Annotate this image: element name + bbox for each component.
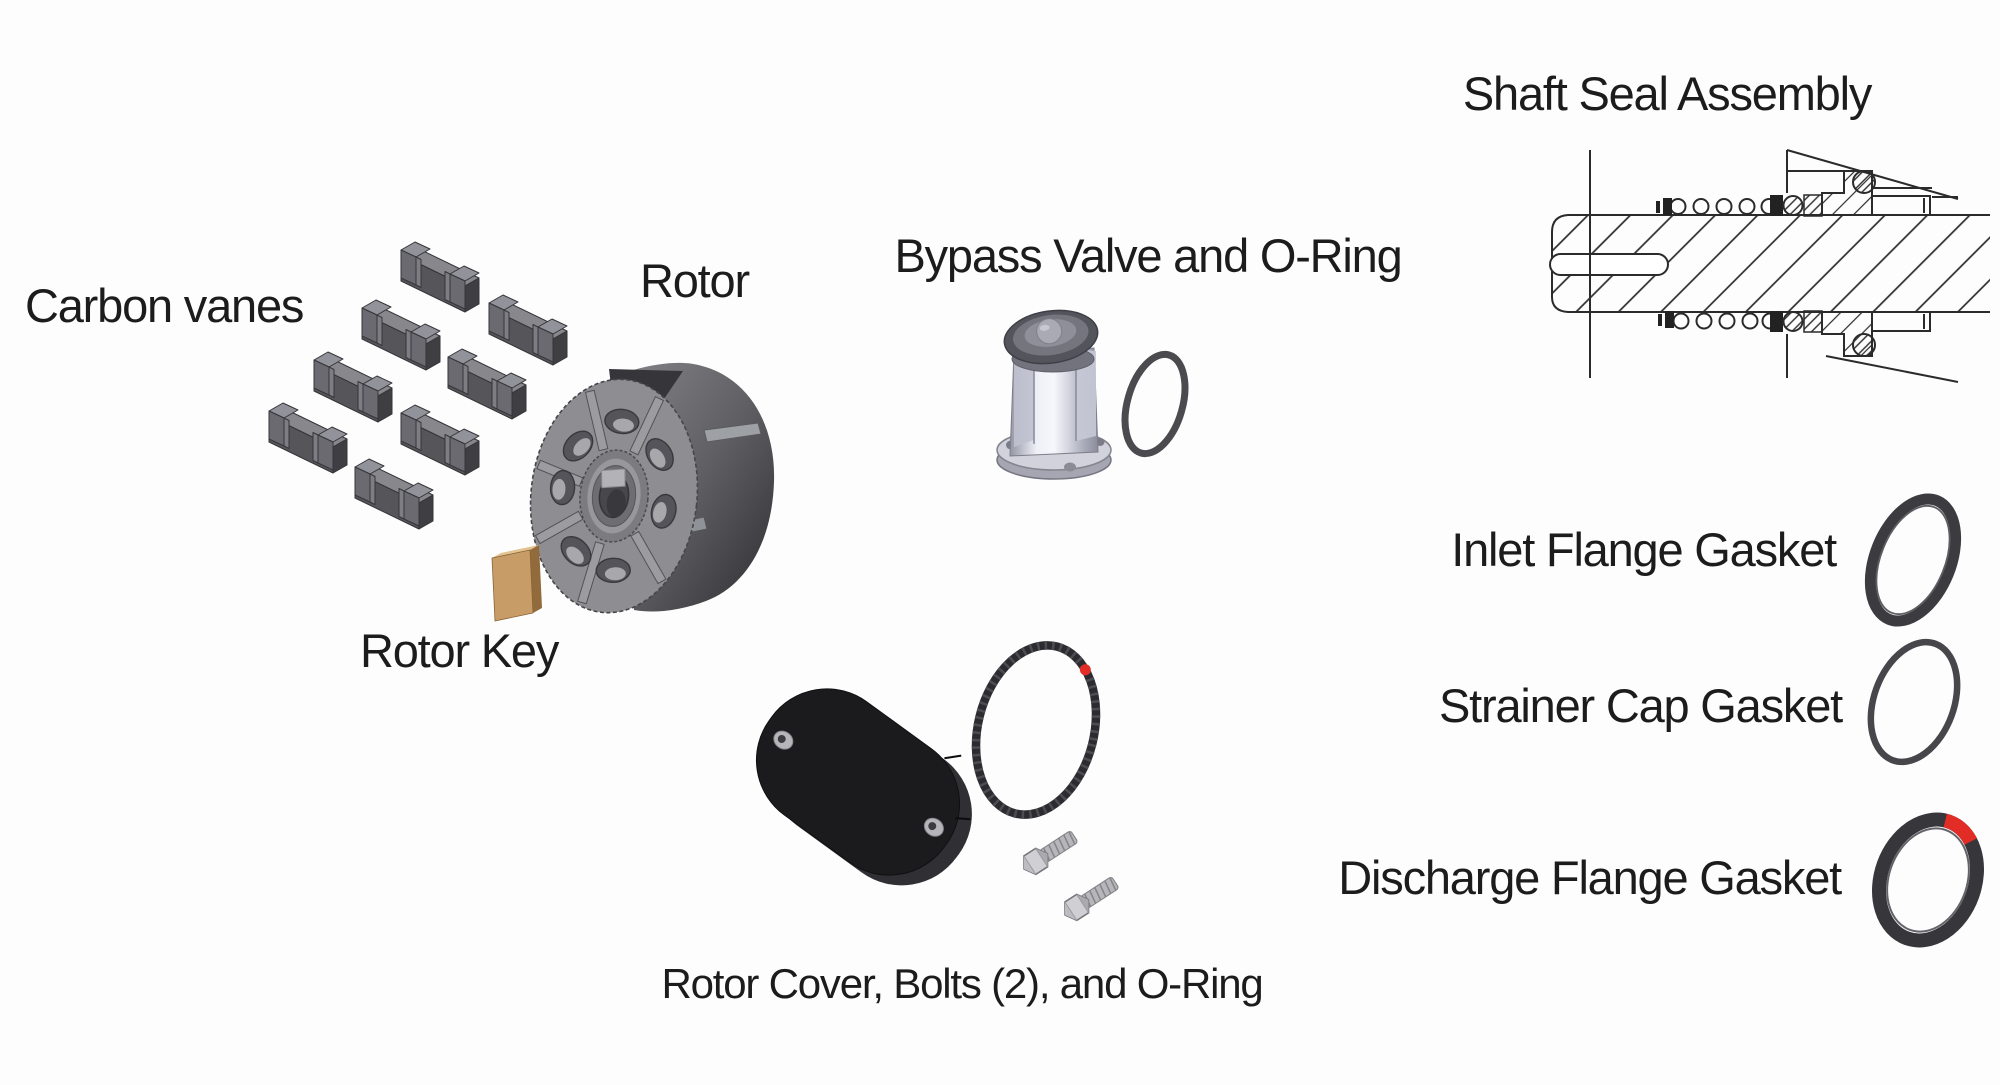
bypass-valve-cap [1003, 309, 1099, 365]
label-rotor-cover-bolts-oring: Rotor Cover, Bolts (2), and O-Ring [661, 960, 1263, 1007]
rotor-illustration [529, 362, 775, 614]
bolt-illustration [1017, 826, 1082, 879]
cover-bolt-hole [923, 817, 944, 837]
label-rotor: Rotor [640, 254, 750, 307]
carbon-vanes-illustration [268, 241, 568, 530]
shaft-seal-drawing [1549, 149, 1990, 383]
label-inlet-flange-gasket: Inlet Flange Gasket [1451, 523, 1837, 576]
discharge-gasket-red-mark [1943, 813, 1977, 846]
label-rotor-key: Rotor Key [360, 624, 559, 677]
inlet-gasket-oring [1864, 493, 1962, 627]
rotor-hub [579, 449, 649, 543]
label-discharge-flange-gasket: Discharge Flange Gasket [1338, 851, 1842, 904]
discharge-gasket-oring [1872, 812, 1984, 948]
bypass-valve-illustration [996, 309, 1112, 480]
label-strainer-cap-gasket: Strainer Cap Gasket [1439, 679, 1843, 732]
bypass-oring-illustration [1121, 350, 1189, 458]
label-carbon-vanes: Carbon vanes [25, 279, 304, 332]
label-bypass-valve-oring: Bypass Valve and O-Ring [894, 229, 1402, 282]
cover-oring-red-mark [1079, 664, 1091, 676]
rotor-bolt-holes [549, 408, 677, 584]
bolt-illustration [1058, 872, 1123, 925]
cover-oring-illustration [971, 641, 1101, 819]
rotor-key-illustration [491, 545, 542, 622]
cover-bolt-hole [773, 730, 794, 750]
label-shaft-seal-assembly: Shaft Seal Assembly [1462, 67, 1872, 120]
strainer-gasket-oring [1867, 638, 1961, 766]
rotor-cover-illustration [755, 688, 972, 886]
